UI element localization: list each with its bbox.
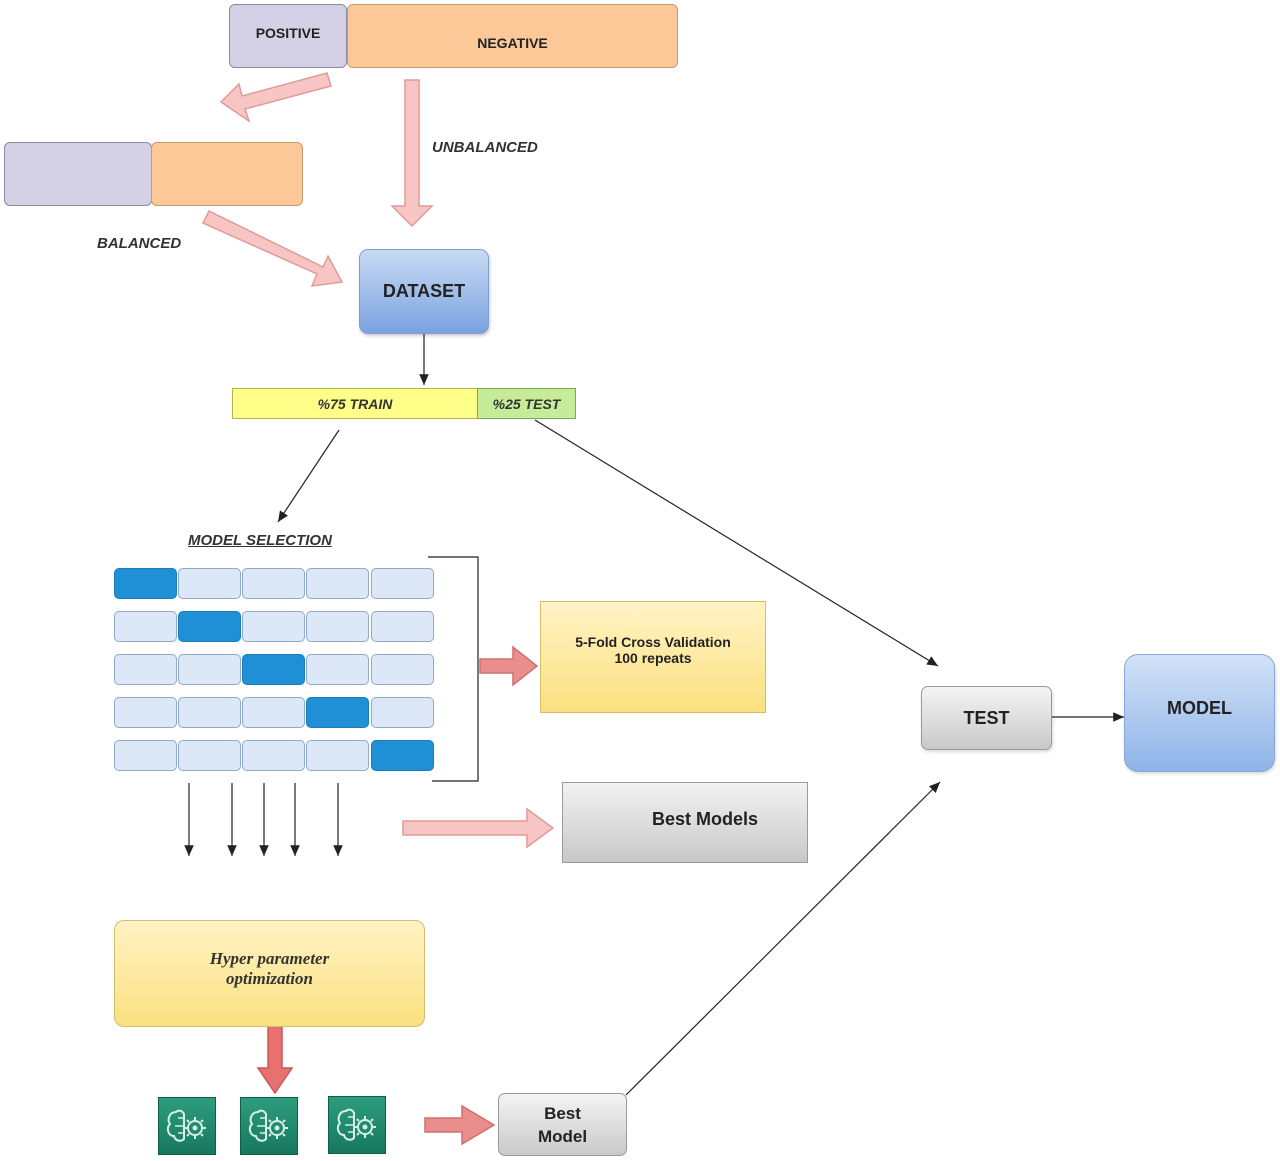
test-split-label: %25 TEST [492, 395, 561, 412]
fold-cell [306, 611, 369, 642]
fold-cell [242, 568, 305, 599]
arrow-to-cv [479, 645, 539, 687]
test-label: TEST [963, 707, 1010, 728]
balanced-positive-box [4, 142, 152, 206]
fold-cell [242, 740, 305, 771]
fold-cell [114, 740, 177, 771]
model-label: MODEL [1167, 697, 1232, 718]
brain-gear-icon [336, 1108, 376, 1141]
best-model-box: Best Model [498, 1093, 627, 1156]
fold-cell [178, 740, 241, 771]
best-models-label: Best Models [651, 809, 759, 829]
folds-bracket [428, 556, 479, 782]
balanced-label: BALANCED [97, 235, 182, 252]
arrow-to-balanced [219, 72, 332, 123]
train-split-label: %75 TRAIN [317, 395, 393, 412]
hyper-line2: optimization [226, 968, 313, 988]
fold-cell-test [306, 697, 369, 728]
negative-box: NEGATIVE [347, 4, 678, 68]
hyper-line1: Hyper parameter [209, 948, 330, 968]
brain-gear-icon [248, 1109, 288, 1142]
fold-cell [371, 611, 434, 642]
fold-cell-test [114, 568, 177, 599]
fold-cell [178, 697, 241, 728]
fold-cell [306, 568, 369, 599]
best-models-box: Best Models [562, 782, 808, 863]
dataset-box: DATASET [359, 249, 489, 334]
arrow-hyper-down [256, 1025, 294, 1095]
fold-cell [178, 654, 241, 685]
arrow-balanced-to-dataset [201, 209, 344, 287]
test-box: TEST [921, 686, 1052, 750]
dataset-label: DATASET [382, 281, 466, 301]
best-model-line1: Best [544, 1103, 581, 1123]
hyper-box: Hyper parameter optimization [114, 920, 425, 1027]
fold-cell [306, 654, 369, 685]
train-split: %75 TRAIN [232, 388, 478, 419]
fold-cell [306, 740, 369, 771]
line-train-to-model-selection [277, 429, 340, 523]
fold-cell-test [242, 654, 305, 685]
brain-model-icon [328, 1096, 386, 1154]
fold-cell [371, 568, 434, 599]
arrow-to-best-model [424, 1104, 496, 1146]
fold-cell [371, 654, 434, 685]
model-box: MODEL [1124, 654, 1275, 772]
positive-box: POSITIVE [229, 4, 347, 68]
test-split: %25 TEST [477, 388, 576, 419]
fold-cell-test [178, 611, 241, 642]
brain-model-icon [240, 1097, 298, 1155]
fold-cell [114, 697, 177, 728]
cv-line2: 100 repeats [614, 650, 692, 666]
arrow-unbalanced [390, 79, 434, 228]
fold-cell [371, 697, 434, 728]
fold-cell [114, 654, 177, 685]
line-best-model-to-test [625, 781, 941, 1096]
best-model-line2: Model [537, 1126, 588, 1146]
negative-label: NEGATIVE [477, 35, 548, 51]
positive-label: POSITIVE [255, 25, 321, 41]
fold-cell [178, 568, 241, 599]
cv-box: 5-Fold Cross Validation 100 repeats [540, 601, 766, 713]
cv-line1: 5-Fold Cross Validation [575, 634, 731, 650]
fold-cell [242, 697, 305, 728]
unbalanced-label: UNBALANCED [432, 139, 538, 156]
arrow-to-best-models [402, 807, 555, 849]
line-test-split-to-test [534, 419, 939, 667]
cv-fold-grid [114, 568, 436, 773]
brain-gear-icon [166, 1109, 206, 1142]
fold-cell [242, 611, 305, 642]
balanced-negative-box [151, 142, 303, 206]
model-selection-title: MODEL SELECTION [188, 532, 332, 549]
fold-cell [114, 611, 177, 642]
fold-cell-test [371, 740, 434, 771]
brain-model-icon [158, 1097, 216, 1155]
